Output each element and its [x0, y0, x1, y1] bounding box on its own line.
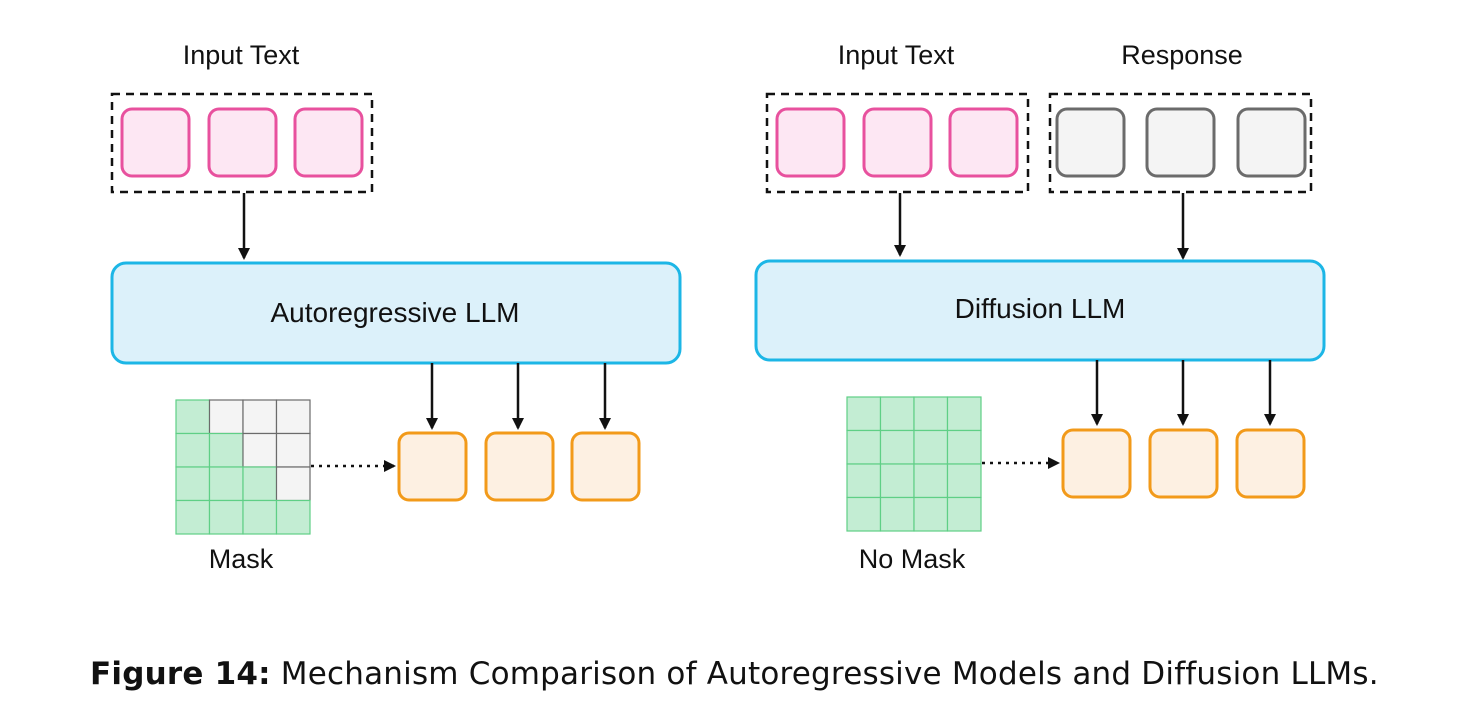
response-group-box — [1048, 92, 1313, 194]
mask-label: Mask — [209, 544, 274, 574]
mask-cell-visible — [879, 463, 915, 499]
response-token — [1055, 107, 1126, 178]
figure-caption: Figure 14: Mechanism Comparison of Autor… — [90, 656, 1379, 692]
mask-cell-visible — [946, 496, 982, 532]
mask-cell-masked — [242, 432, 278, 468]
mask-cell-visible — [175, 432, 211, 468]
left-output-token — [484, 431, 555, 502]
mask-cell-masked — [275, 466, 311, 502]
right-input-text-label: Input Text — [838, 40, 955, 70]
response-label: Response — [1121, 40, 1243, 70]
mask-cell-visible — [879, 396, 915, 432]
mask-cell-visible — [946, 429, 982, 465]
mask-cell-visible — [879, 429, 915, 465]
diffusion-llm-label: Diffusion LLM — [955, 293, 1126, 324]
mask-cell-visible — [846, 496, 882, 532]
causal-mask-grid — [175, 399, 311, 535]
figure-number: Figure 14: — [90, 656, 271, 692]
right-input-token — [862, 107, 933, 178]
mask-cell-visible — [242, 499, 278, 535]
left-input-group-box — [110, 92, 374, 194]
no-mask-label: No Mask — [859, 544, 966, 574]
diffusion-llm-box — [754, 259, 1326, 362]
mask-cell-visible — [208, 432, 244, 468]
left-output-token — [397, 431, 468, 502]
mask-cell-visible — [275, 499, 311, 535]
right-output-token — [1235, 428, 1306, 499]
mask-cell-visible — [946, 463, 982, 499]
right-output-token — [1061, 428, 1132, 499]
caption-text: Mechanism Comparison of Autoregressive M… — [270, 656, 1379, 692]
no-mask-grid — [846, 396, 982, 532]
mask-cell-visible — [913, 496, 949, 532]
mask-cell-masked — [275, 399, 311, 435]
mask-cell-visible — [913, 396, 949, 432]
mask-cell-visible — [242, 466, 278, 502]
mask-cell-visible — [913, 429, 949, 465]
autoregressive-panel: Input Text Autoregressive LLM — [110, 40, 682, 574]
right-output-token — [1148, 428, 1219, 499]
mask-cell-visible — [879, 496, 915, 532]
mask-cell-masked — [275, 432, 311, 468]
mask-cell-masked — [242, 399, 278, 435]
response-token — [1145, 107, 1216, 178]
left-output-token — [570, 431, 641, 502]
autoregressive-llm-box — [110, 261, 682, 365]
left-input-token — [120, 107, 191, 178]
right-input-token — [775, 107, 846, 178]
mask-cell-visible — [846, 396, 882, 432]
diffusion-panel: Input Text Response Diffusion LLM — [754, 40, 1326, 574]
right-input-token — [948, 107, 1019, 178]
right-input-group-box — [765, 92, 1030, 194]
mask-cell-visible — [946, 396, 982, 432]
mask-cell-visible — [175, 499, 211, 535]
mechanism-comparison-diagram: Input Text Autoregressive LLM — [110, 40, 1326, 574]
left-input-token — [207, 107, 278, 178]
left-input-token — [293, 107, 364, 178]
response-token — [1236, 107, 1307, 178]
left-input-text-label: Input Text — [183, 40, 300, 70]
mask-cell-masked — [208, 399, 244, 435]
mask-cell-visible — [208, 499, 244, 535]
autoregressive-llm-label: Autoregressive LLM — [270, 297, 519, 328]
mask-cell-visible — [175, 399, 211, 435]
mask-cell-visible — [846, 463, 882, 499]
mask-cell-visible — [208, 466, 244, 502]
mask-cell-visible — [846, 429, 882, 465]
mask-cell-visible — [175, 466, 211, 502]
mask-cell-visible — [913, 463, 949, 499]
